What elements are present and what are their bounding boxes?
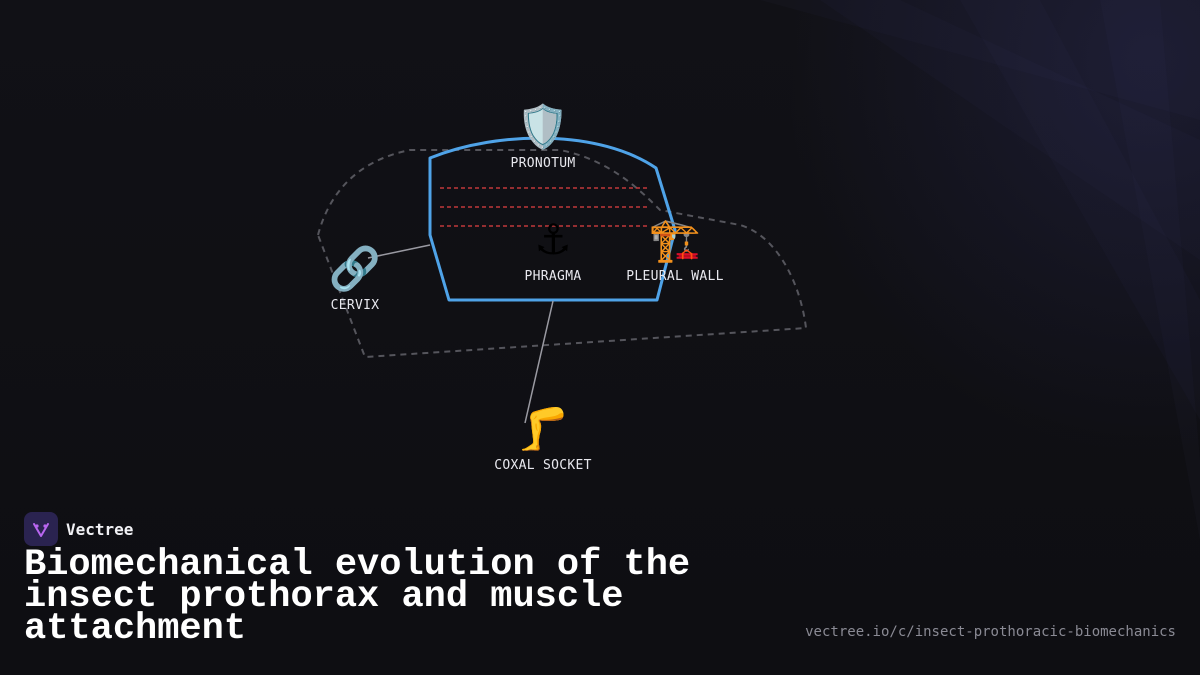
coxal-socket-label: COXAL SOCKET — [494, 458, 592, 473]
link-icon: 🔗 — [328, 244, 382, 293]
coxal-connector — [524, 300, 554, 424]
pronotum-outline — [428, 136, 677, 302]
page-title: Biomechanical evolution of the insect pr… — [24, 544, 691, 650]
cervix-label: CERVIX — [330, 298, 380, 313]
cervix-connector — [367, 244, 431, 259]
source-url[interactable]: vectree.io/c/insect-prothoracic-biomecha… — [805, 624, 1176, 640]
ghost-thorax-outline — [316, 149, 808, 359]
crane-icon: 🏗️ — [648, 215, 702, 264]
pronotum-label: PRONOTUM — [510, 156, 576, 171]
leg-icon: 🦵 — [516, 404, 570, 453]
brand-name: Vectree — [66, 519, 134, 539]
anchor-icon: ⚓ — [534, 215, 572, 264]
pleural-wall-label: PLEURAL WALL — [626, 269, 724, 284]
shield-icon: 🛡️ — [516, 102, 570, 151]
brand[interactable]: Vectree — [24, 512, 133, 546]
node-cervix[interactable]: 🔗 CERVIX — [329, 244, 381, 313]
node-pronotum[interactable]: 🛡️ PRONOTUM — [510, 102, 575, 171]
node-coxal-socket[interactable]: 🦵 COXAL SOCKET — [494, 404, 592, 473]
node-phragma[interactable]: ⚓ PHRAGMA — [525, 215, 582, 284]
vectree-logo-icon — [24, 512, 58, 546]
node-pleural-wall[interactable]: 🏗️ PLEURAL WALL — [626, 215, 724, 284]
phragma-label: PHRAGMA — [524, 269, 582, 284]
